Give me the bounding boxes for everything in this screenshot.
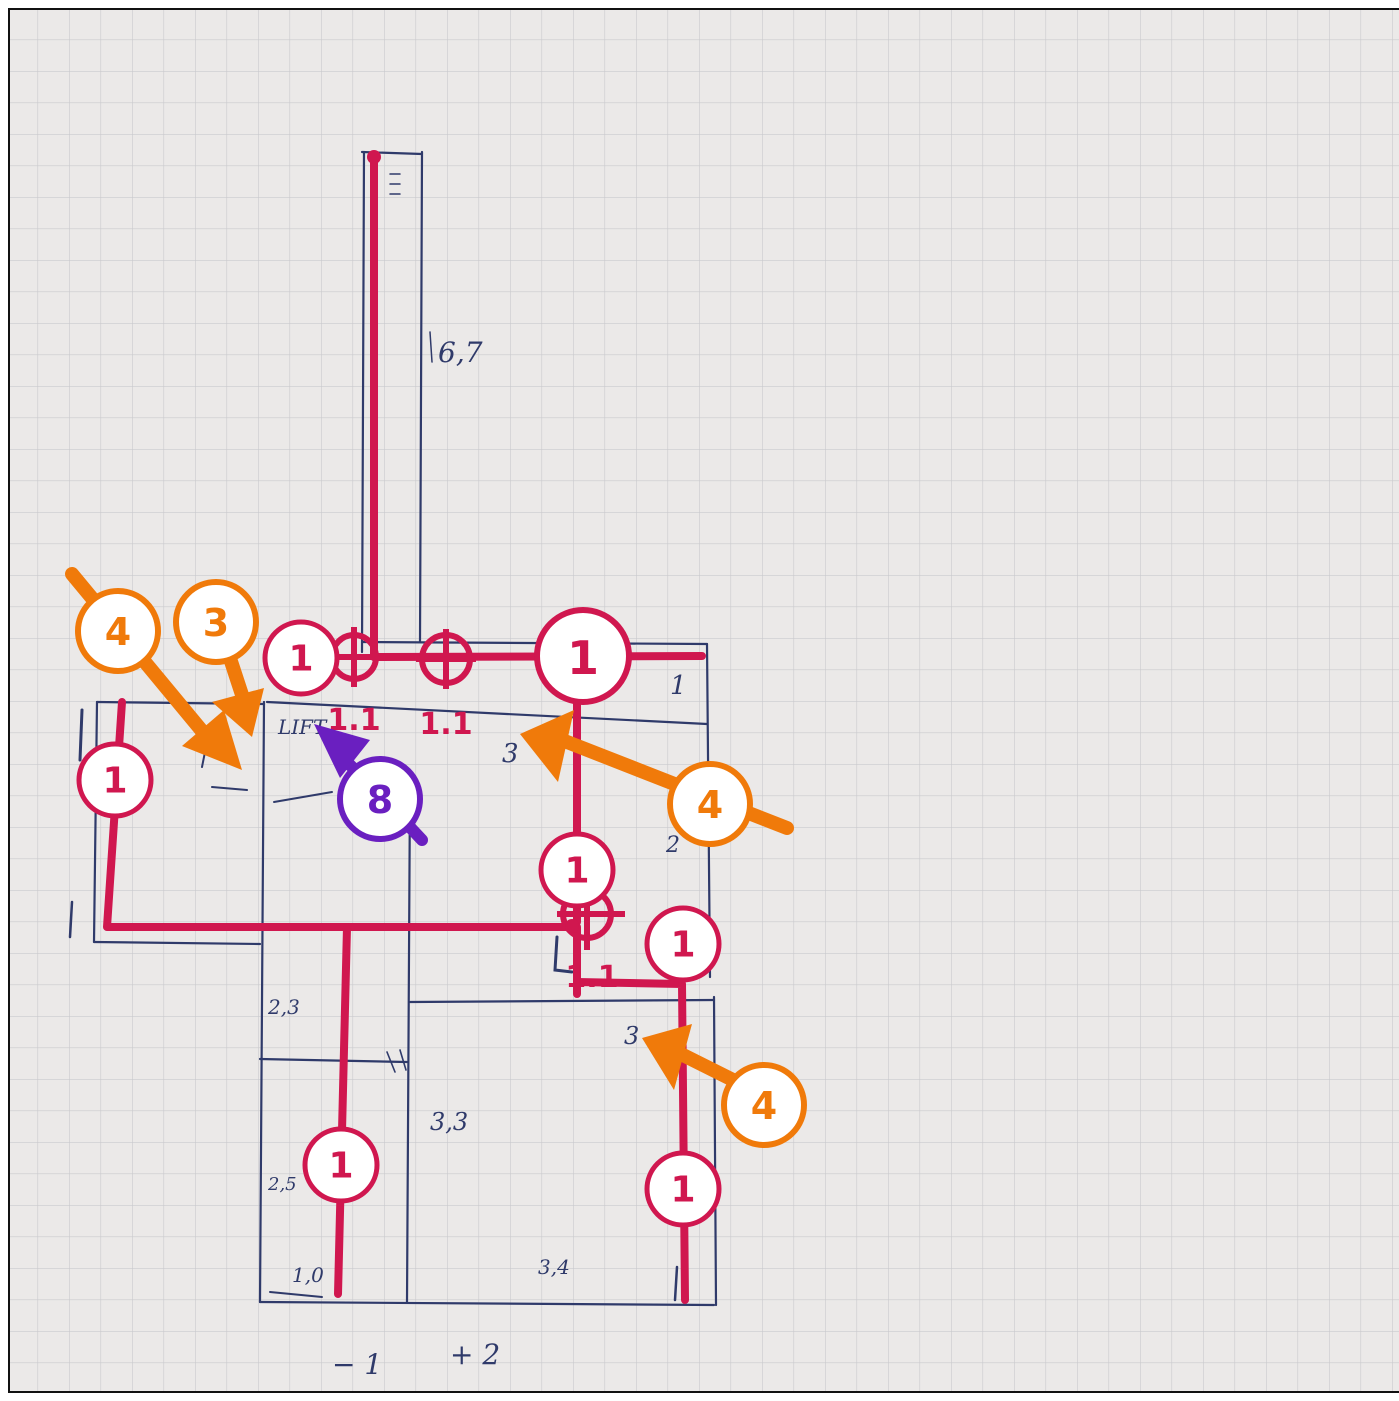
badge-8: 8 bbox=[337, 756, 423, 842]
annotated-floor-plan: 6,7 3 3 3,3 3,4 2,3 2,5 1,0 LIFT 1 2 − 1… bbox=[10, 10, 1399, 1391]
pencil-sketch bbox=[68, 150, 718, 1307]
bottom-note-plus: + 2 bbox=[450, 1338, 500, 1371]
room-label-right: 3 bbox=[624, 1022, 639, 1050]
room-label-left-upper: 2,3 bbox=[267, 995, 300, 1019]
badge-1-top-center: 1 bbox=[534, 607, 632, 705]
corner-mark: 1 bbox=[670, 671, 687, 701]
dimension-label: 1.1 bbox=[565, 960, 618, 995]
badge-label: 1 bbox=[328, 1146, 353, 1187]
badge-label: 1 bbox=[564, 851, 589, 892]
badge-label: 1 bbox=[670, 1170, 695, 1211]
badge-3: 3 bbox=[173, 579, 259, 665]
dimension-label: 1.1 bbox=[419, 707, 472, 742]
badge-1-bottom-left: 1 bbox=[302, 1126, 380, 1204]
badge-4-bottom: 4 bbox=[721, 1062, 807, 1148]
right-room-mark: 2 bbox=[665, 833, 680, 858]
room-label-top: 3 bbox=[502, 739, 519, 769]
corridor-length-label: 6,7 bbox=[438, 336, 483, 369]
room-label-small: 1,0 bbox=[292, 1263, 324, 1287]
badge-4-left: 4 bbox=[75, 588, 161, 674]
room-label-left-lower: 2,5 bbox=[267, 1174, 297, 1195]
badge-label: 1 bbox=[288, 639, 313, 680]
badge-label: 1 bbox=[567, 631, 599, 685]
badge-1-bottom-right: 1 bbox=[644, 1150, 722, 1228]
badge-1-right: 1 bbox=[644, 905, 722, 983]
badge-1-left: 1 bbox=[76, 741, 154, 819]
badge-label: 4 bbox=[751, 1084, 777, 1128]
room-label-bottom: 3,4 bbox=[538, 1255, 570, 1279]
bottom-note-minus: − 1 bbox=[332, 1348, 382, 1381]
badge-label: 1 bbox=[102, 761, 127, 802]
badge-1-mid: 1 bbox=[538, 831, 616, 909]
badge-label: 4 bbox=[105, 610, 131, 654]
badge-label: 4 bbox=[697, 783, 723, 827]
badge-label: 1 bbox=[670, 925, 695, 966]
room-label-center: 3,3 bbox=[430, 1108, 468, 1136]
badge-4-right: 4 bbox=[667, 761, 753, 847]
badge-label: 8 bbox=[367, 778, 393, 822]
canvas-frame: 6,7 3 3 3,3 3,4 2,3 2,5 1,0 LIFT 1 2 − 1… bbox=[8, 8, 1399, 1393]
badge-label: 3 bbox=[203, 601, 229, 645]
badge-1-top-left: 1 bbox=[262, 619, 340, 697]
